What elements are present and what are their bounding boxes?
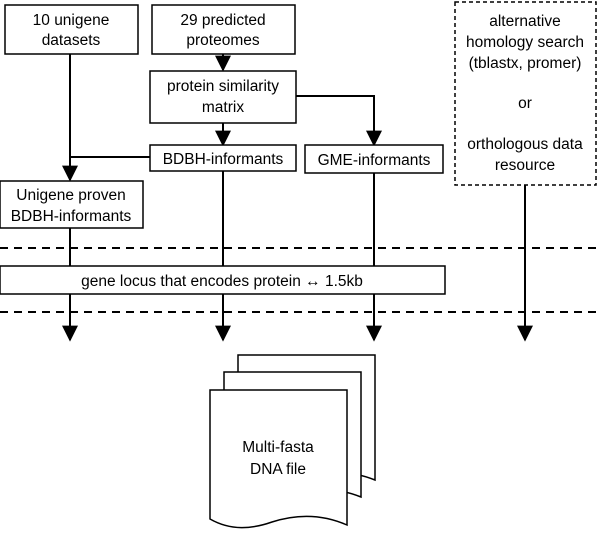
predicted-proteomes-line1: 29 predicted: [180, 12, 265, 29]
unigene-proven-line2: BDBH-informants: [11, 208, 132, 225]
alternative-search-box: [454, 1, 597, 186]
predicted-proteomes-line2: proteomes: [186, 32, 259, 49]
alternative-line3: (tblastx, promer): [469, 55, 582, 72]
unigene-datasets-line1: 10 unigene: [33, 12, 110, 29]
alternative-line5: orthologous data: [467, 136, 583, 153]
unigene-proven-line1: Unigene proven: [16, 187, 125, 204]
multi-fasta-file-icon: [209, 354, 376, 529]
gme-informants-box: [304, 144, 444, 174]
matrix-to-gme-arrow: [296, 95, 382, 147]
bdbh-informants-label: BDBH-informants: [163, 151, 284, 168]
output-file-line1: Multi-fasta: [242, 439, 314, 456]
band-separators: [0, 247, 600, 313]
document-front-sheet: [209, 389, 348, 529]
unigene-datasets-line2: datasets: [42, 32, 101, 49]
unigene-datasets-box: [4, 4, 139, 55]
similarity-matrix-box: [149, 70, 297, 124]
similarity-matrix-line1: protein similarity: [167, 78, 279, 95]
unigene-proven-box: [0, 180, 144, 229]
similarity-matrix-line2: matrix: [202, 99, 244, 116]
alternative-line1: alternative: [489, 13, 561, 30]
alternative-or: or: [518, 95, 532, 112]
gene-locus-label: gene locus that encodes protein ↔ 1.5kb: [81, 273, 363, 290]
alternative-line2: homology search: [466, 34, 584, 51]
output-file-line2: DNA file: [250, 461, 306, 478]
alternative-line6: resource: [495, 157, 555, 174]
gme-informants-label: GME-informants: [318, 152, 431, 169]
gene-locus-box: [0, 265, 446, 295]
predicted-proteomes-box: [151, 4, 296, 55]
bdbh-informants-box: [149, 144, 297, 172]
